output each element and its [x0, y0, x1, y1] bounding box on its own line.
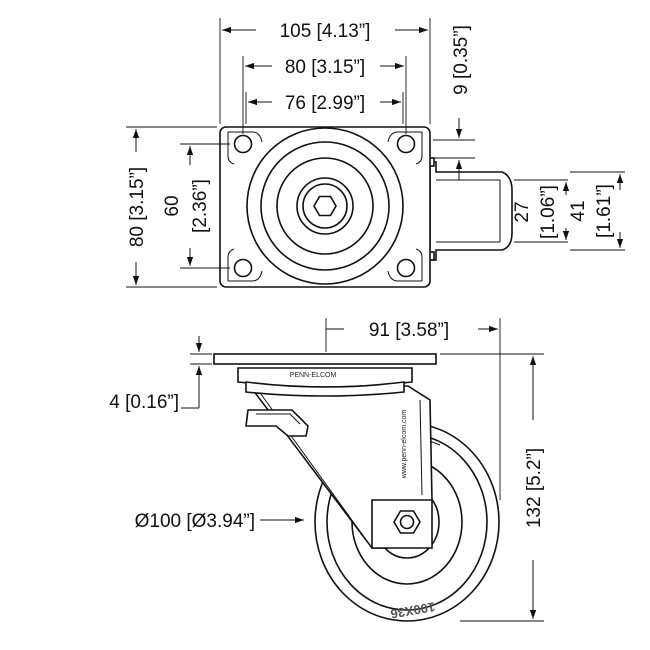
dim-wheel-width: 27 [1.06”] — [512, 179, 570, 243]
dim-overall-height-label: 132 [5.2”] — [524, 448, 545, 528]
dim-wheel-width-mm: 27 — [512, 201, 533, 222]
dim-hole-spacing-x: 80 [3.15”] — [242, 56, 407, 134]
dim-wheel-diameter: Ø100 [Ø3.94”] — [135, 511, 304, 532]
bolt-holes — [227, 131, 423, 282]
dim-hole-spacing-x-label: 80 [3.15”] — [285, 57, 365, 78]
dim-plate-thickness-label: 4 [0.16”] — [109, 392, 179, 413]
dim-hub-width-mm: 41 — [568, 200, 589, 221]
top-view: 105 [4.13”] 80 [3.15”] 76 [2.99”] 9 [0.3… — [126, 18, 625, 288]
dim-plate-thickness-side: 9 [0.35”] — [433, 25, 475, 180]
dim-plate-thickness: 4 [0.16”] — [109, 336, 212, 413]
plate-brand-marking: PENN-ELCOM — [290, 372, 337, 379]
dim-wheel-diameter-label: Ø100 [Ø3.94”] — [135, 511, 255, 532]
bolt-hole-bl — [233, 258, 253, 278]
dim-top-width-label: 105 [4.13”] — [280, 21, 371, 42]
dim-hub-width-in: [1.61”] — [594, 184, 615, 238]
top-plate — [219, 126, 431, 288]
wheel-top-silhouette — [425, 157, 513, 261]
dim-swivel-radius-label: 91 [3.58”] — [369, 320, 449, 341]
dim-wheel-width-in: [1.06”] — [538, 185, 559, 239]
dim-hub-width: 41 [1.61”] — [568, 171, 625, 251]
dim-top-width: 105 [4.13”] — [219, 18, 431, 124]
king-pin-nut — [313, 195, 337, 217]
bolt-hole-tr — [396, 134, 416, 154]
swivel-bearing: PENN-ELCOM — [237, 367, 413, 397]
fork-brand-marking: www.penn-elcom.com — [401, 410, 408, 480]
dim-swivel-radius: 91 [3.58”] — [325, 318, 501, 500]
dim-hole-spacing-inner: 76 [2.99”] — [245, 92, 404, 124]
dim-plate-height-label: 80 [3.15”] — [127, 167, 148, 247]
swivel-rings — [246, 127, 404, 285]
dim-hole-spacing-y-mm: 60 — [162, 195, 183, 216]
dim-plate-thickness-side-label: 9 [0.35”] — [451, 25, 472, 95]
side-top-plate — [213, 353, 437, 365]
bolt-hole-tl — [233, 134, 253, 154]
dim-hole-spacing-y: 60 [2.36”] — [162, 143, 230, 269]
bolt-hole-br — [396, 258, 416, 278]
dim-plate-height: 80 [3.15”] — [126, 126, 217, 288]
side-view: 100X36 www.penn-elcom.com PENN-ELCOM — [109, 318, 545, 622]
brake-pedal — [245, 409, 309, 437]
dim-hole-spacing-y-in: [2.36”] — [190, 179, 211, 233]
dim-overall-height: 132 [5.2”] — [440, 353, 545, 622]
dim-hole-spacing-inner-label: 76 [2.99”] — [285, 93, 365, 114]
axle-nut — [393, 510, 421, 534]
